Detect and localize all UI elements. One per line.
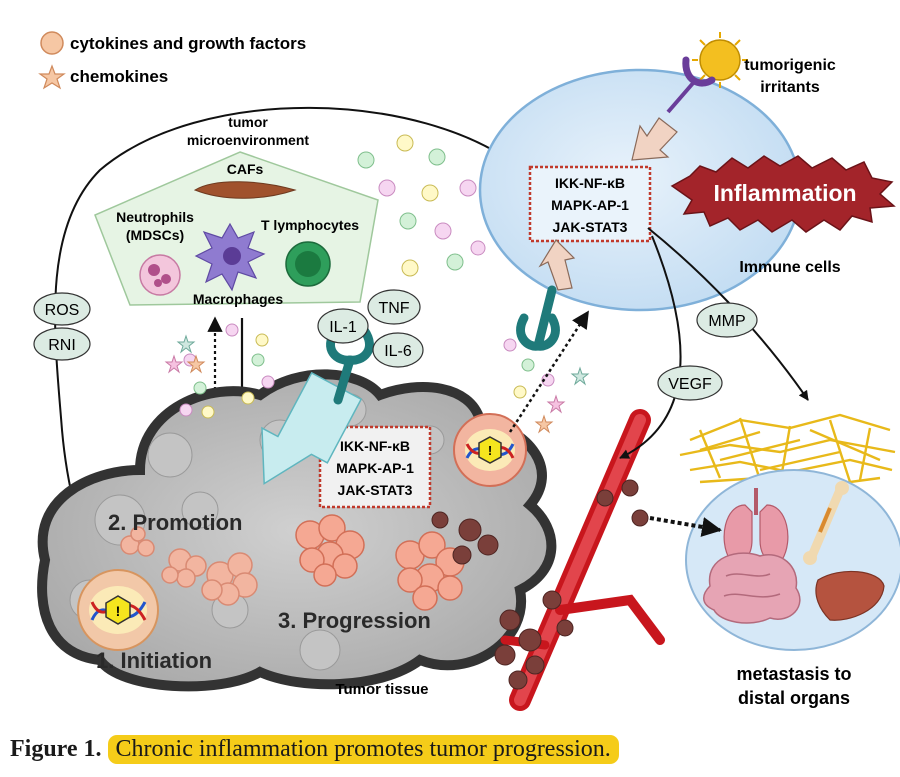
progression-clusters <box>295 514 465 611</box>
tumor-pathway-mapk: MAPK-AP-1 <box>336 460 414 476</box>
metastasis-label-line2: distal organs <box>738 688 850 708</box>
cytokine-bubble-il6: IL-6 <box>372 332 424 368</box>
svg-text:MMP: MMP <box>708 313 745 330</box>
svg-text:VEGF: VEGF <box>668 376 712 393</box>
figure-caption: Figure 1. Chronic inflammation promotes … <box>10 731 890 767</box>
legend-chemokines-label: chemokines <box>70 67 168 86</box>
stage-progression-label: 3. Progression <box>278 608 431 633</box>
tme-title-line1: tumor <box>228 114 268 130</box>
caf-cell-icon <box>193 181 297 199</box>
immune-pathway-box: IKK-NF-κB MAPK-AP-1 JAK-STAT3 <box>528 165 652 243</box>
legend: cytokines and growth factors chemokines <box>38 31 306 90</box>
inflammation-tumor-diagram: cytokines and growth factors chemokines … <box>33 31 900 711</box>
tme-title-line2: microenvironment <box>187 132 309 148</box>
circulating-tumor-cells <box>494 479 649 690</box>
cafs-label: CAFs <box>227 161 264 177</box>
irritant-signal-arrow <box>631 117 678 161</box>
brain-icon <box>703 552 801 624</box>
cytokine-legend-icon <box>40 31 64 55</box>
inflammation-burst: Inflammation <box>670 155 896 233</box>
immune-cells-label: Immune cells <box>739 259 840 276</box>
tumor-microenvironment: tumor microenvironment CAFs Neutrophils … <box>94 114 379 307</box>
svg-text:TNF: TNF <box>378 300 409 317</box>
mutated-cell: ! <box>453 413 527 487</box>
neutrophils-label: Neutrophils <box>116 209 194 225</box>
metastasis-arrow <box>649 516 722 537</box>
immune-pathway-jak: JAK-STAT3 <box>553 219 628 235</box>
irritants-label-line2: irritants <box>760 79 820 96</box>
receptor-signal-arrow <box>538 239 576 291</box>
invasive-cells <box>431 511 499 565</box>
svg-text:IL-1: IL-1 <box>329 319 357 336</box>
bone-icon <box>803 481 849 565</box>
figure-caption-label: Figure 1. <box>10 736 102 762</box>
figure-caption-text: Chronic inflammation promotes tumor prog… <box>107 735 619 764</box>
tumor-pathway-nfkb: IKK-NF-κB <box>340 438 410 454</box>
scattered-chemokines <box>164 334 590 434</box>
stage-initiation-label: 1. Initiation <box>96 648 212 673</box>
legend-cytokines-label: cytokines and growth factors <box>70 34 306 53</box>
cytokine-bubble-il1: IL-1 <box>317 308 369 344</box>
macrophages-label: Macrophages <box>193 291 283 307</box>
initiation-cell: ! <box>77 569 159 651</box>
mediator-ros: ROS <box>33 292 91 326</box>
svg-text:!: ! <box>116 603 121 619</box>
t-lymphocytes-label: T lymphocytes <box>261 217 359 233</box>
inflammation-label: Inflammation <box>713 180 856 206</box>
immune-pathway-mapk: MAPK-AP-1 <box>551 197 629 213</box>
cytokine-bubble-tnf: TNF <box>367 289 421 325</box>
distal-organs: metastasis to distal organs <box>685 469 900 708</box>
tumor-receptor <box>326 325 374 405</box>
tumor-pathway-jak: JAK-STAT3 <box>338 482 413 498</box>
mediator-mmp: MMP <box>696 302 758 338</box>
irritants-label-line1: tumorigenic <box>744 57 836 74</box>
promotion-clusters <box>120 526 258 606</box>
immune-receptor <box>516 285 560 351</box>
liver-icon <box>815 570 885 621</box>
svg-text:ROS: ROS <box>45 302 80 319</box>
svg-text:!: ! <box>488 443 492 458</box>
tumorigenic-irritant: tumorigenic irritants <box>666 32 836 114</box>
chemokine-legend-icon <box>38 64 66 90</box>
neutrophil-cell-icon <box>139 254 181 296</box>
scattered-cytokines <box>179 134 555 419</box>
mdscs-label: (MDSCs) <box>126 227 184 243</box>
mediator-vegf: VEGF <box>657 365 723 401</box>
svg-text:IL-6: IL-6 <box>384 343 412 360</box>
tumor-tissue-label: Tumor tissue <box>335 681 428 698</box>
svg-text:RNI: RNI <box>48 337 76 354</box>
stage-promotion-label: 2. Promotion <box>108 510 242 535</box>
mediator-rni: RNI <box>33 327 91 361</box>
lungs-icon <box>723 488 789 564</box>
metastasis-label-line1: metastasis to <box>736 664 851 684</box>
immune-pathway-nfkb: IKK-NF-κB <box>555 175 625 191</box>
extracellular-matrix <box>679 413 896 488</box>
